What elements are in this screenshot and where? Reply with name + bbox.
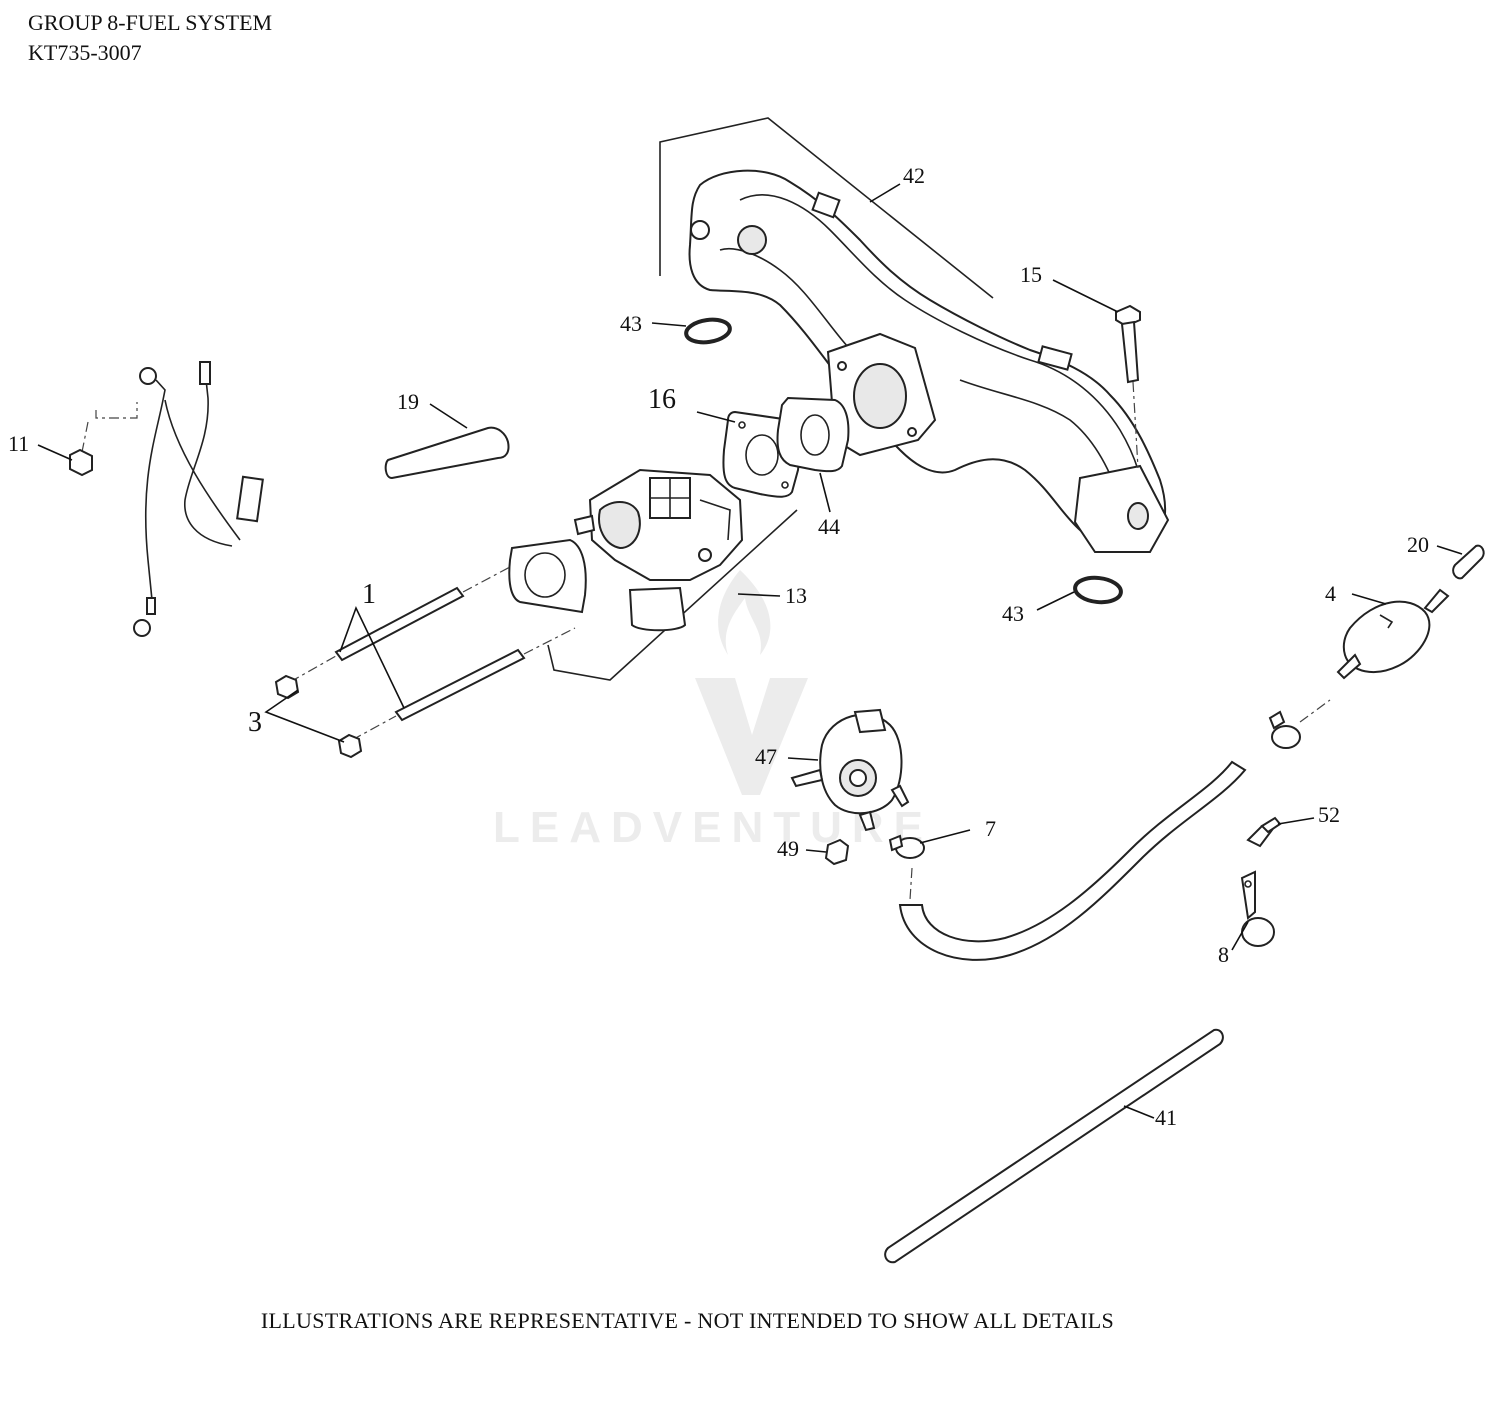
callout-13: 13 [785, 583, 807, 608]
callout-1: 1 [362, 579, 376, 610]
model-number: KT735-3007 [28, 40, 142, 65]
callout-19: 19 [397, 389, 419, 414]
manifold-gasket-lower [1073, 575, 1123, 605]
flame-v-logo [695, 570, 808, 795]
intake-manifold [659, 117, 1170, 553]
fuel-line-20 [1452, 544, 1485, 580]
carburetor-gasket-44 [776, 396, 850, 473]
callout-47: 47 [755, 744, 777, 769]
callout-41: 41 [1155, 1105, 1177, 1130]
harness-screw [69, 448, 93, 477]
callout-11: 11 [8, 431, 29, 456]
callout-42: 42 [903, 163, 925, 188]
callout-7: 7 [985, 816, 996, 841]
fuel-solenoid-harness [81, 361, 264, 637]
hose-fitting [1246, 816, 1282, 848]
hose-clamp-filter [1268, 699, 1331, 749]
mounting-stud-lower [351, 627, 576, 741]
stud-nut-lower [337, 733, 363, 759]
fuel-pump [790, 708, 910, 832]
manifold-bolt [1115, 304, 1141, 469]
stud-nut-upper [274, 674, 300, 700]
callout-43-lower: 43 [1002, 601, 1024, 626]
hose-clamp-pump [888, 834, 925, 859]
vent-hose [384, 426, 510, 480]
fuel-line-41 [884, 1028, 1224, 1264]
diagram-title: GROUP 8-FUEL SYSTEM [28, 10, 273, 35]
callout-15: 15 [1020, 262, 1042, 287]
callout-20: 20 [1407, 532, 1429, 557]
callouts: 42 15 43 43 16 44 19 11 13 1 3 4 20 47 4… [8, 163, 1429, 1130]
callout-44: 44 [818, 514, 840, 539]
callout-49: 49 [777, 836, 799, 861]
callout-16: 16 [648, 384, 676, 415]
callout-52: 52 [1318, 802, 1340, 827]
mounting-stud-upper [289, 566, 511, 683]
callout-4: 4 [1325, 581, 1336, 606]
fuel-filter [1336, 588, 1450, 680]
title-block: GROUP 8-FUEL SYSTEM KT735-3007 [28, 8, 272, 68]
callout-3: 3 [248, 707, 262, 738]
leader-lines [37, 183, 1463, 1119]
manifold-gasket-upper [684, 317, 732, 345]
disclaimer-note: ILLUSTRATIONS ARE REPRESENTATIVE - NOT I… [260, 1308, 1115, 1333]
fuel-hose [898, 760, 1247, 961]
callout-8: 8 [1218, 942, 1229, 967]
hose-clip [1240, 870, 1275, 947]
fuel-pump-screw [824, 838, 850, 866]
callout-43-upper: 43 [620, 311, 642, 336]
carburetor [508, 468, 798, 681]
